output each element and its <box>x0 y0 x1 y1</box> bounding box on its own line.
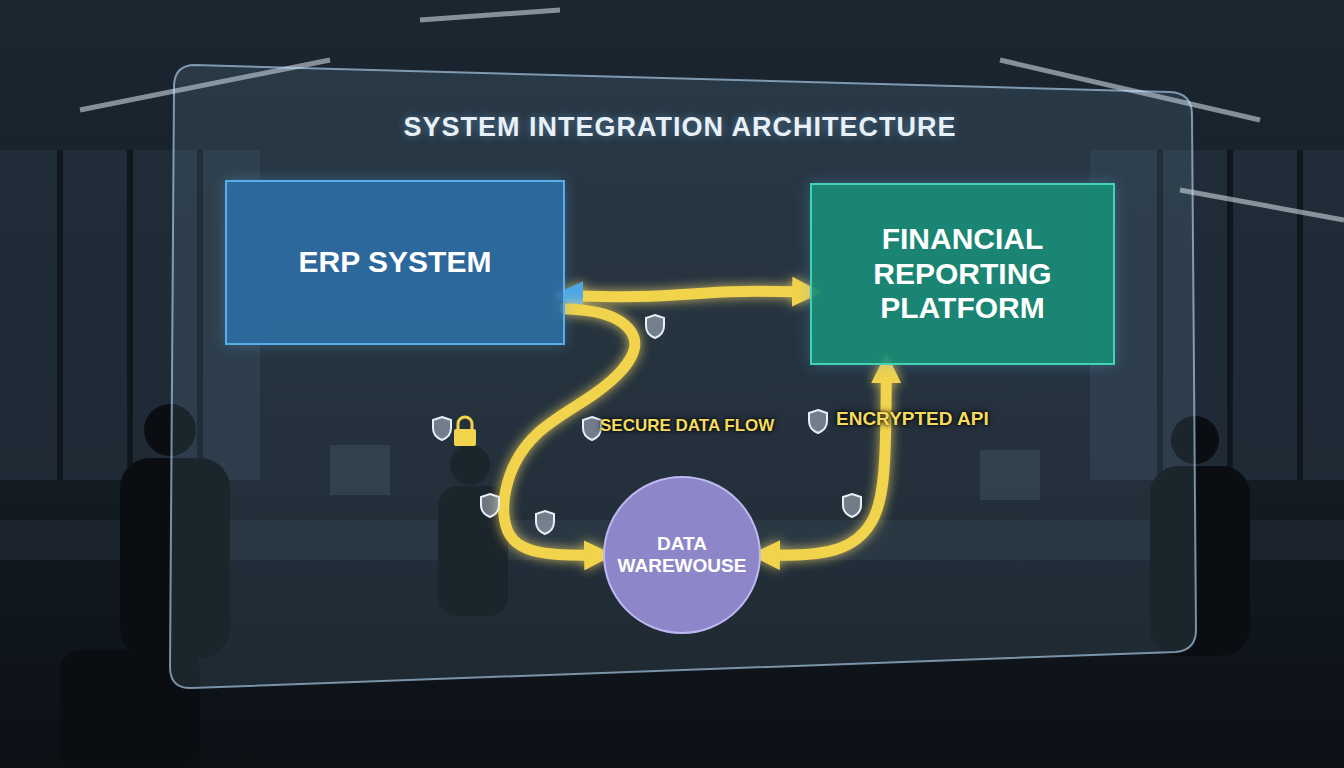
circle-shape <box>604 477 760 633</box>
window-frame <box>1297 150 1303 480</box>
ceiling-light <box>420 10 560 20</box>
shield-icon <box>433 417 451 440</box>
connector-label: SECURE DATA FLOW <box>600 416 774 436</box>
storage-circle: DATA WAREWOUSE <box>602 475 762 635</box>
shield-icon <box>481 494 499 517</box>
connector-arrow <box>565 291 810 296</box>
shield-icon <box>843 494 861 517</box>
process-box: FINANCIAL REPORTING PLATFORM <box>810 183 1115 365</box>
connector-arrow <box>762 365 886 555</box>
connector-label: ENCRYPTED API <box>836 408 989 430</box>
node-label: FINANCIAL REPORTING PLATFORM <box>848 222 1078 326</box>
shield-icon <box>536 511 554 534</box>
window-frame <box>57 150 63 480</box>
node-label: DATA WAREWOUSE <box>617 533 747 577</box>
lock-body <box>454 429 476 446</box>
connector-arrow <box>504 309 635 556</box>
shield-icon <box>583 417 601 440</box>
shield-icon <box>646 315 664 338</box>
circle-outline <box>602 475 762 635</box>
shield-icon <box>809 410 827 433</box>
lock-shackle <box>458 417 472 430</box>
lock-icon <box>454 417 476 446</box>
process-box: ERP SYSTEM <box>225 180 565 345</box>
ceiling-light <box>1180 190 1344 220</box>
diagram-title: SYSTEM INTEGRATION ARCHITECTURE <box>180 112 1180 143</box>
node-label: ERP SYSTEM <box>299 245 492 280</box>
glass-panel-outline <box>170 65 1196 688</box>
window-frame <box>127 150 133 480</box>
